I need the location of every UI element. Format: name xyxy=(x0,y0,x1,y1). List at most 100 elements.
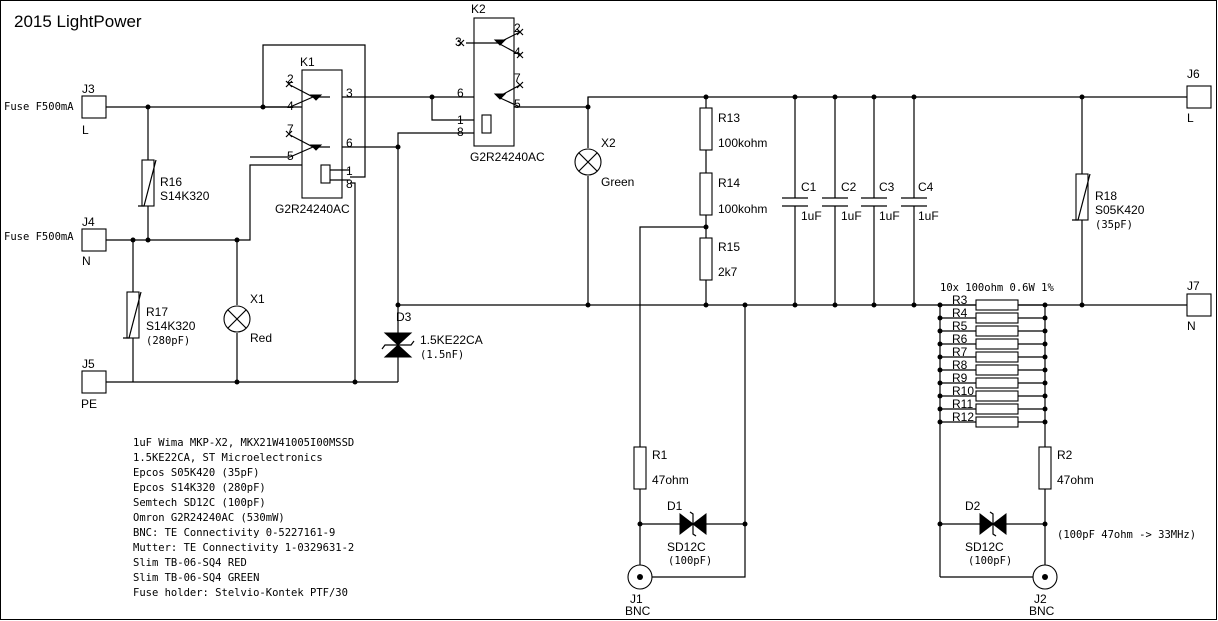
svg-text:1uF: 1uF xyxy=(801,209,822,223)
capacitor-c1: C1 1uF xyxy=(782,180,822,223)
svg-text:2: 2 xyxy=(514,21,521,35)
svg-text:Omron G2R24240AC (530mW): Omron G2R24240AC (530mW) xyxy=(133,512,285,524)
svg-text:C1: C1 xyxy=(801,180,817,194)
svg-text:Slim TB-06-SQ4 RED: Slim TB-06-SQ4 RED xyxy=(133,557,247,569)
svg-text:1uF: 1uF xyxy=(879,209,900,223)
svg-text:1: 1 xyxy=(346,164,353,178)
svg-text:J2: J2 xyxy=(1034,592,1047,606)
svg-text:S14K320: S14K320 xyxy=(146,319,196,333)
svg-text:Slim TB-06-SQ4 GREEN: Slim TB-06-SQ4 GREEN xyxy=(133,572,259,584)
svg-text:5: 5 xyxy=(514,97,521,111)
bank-resistor-label: R8 xyxy=(952,358,968,372)
svg-text:(1.5nF): (1.5nF) xyxy=(420,349,464,361)
resistor-r14: R14 100kohm xyxy=(699,172,767,216)
svg-text:Mutter: TE Connectivity 1-0329: Mutter: TE Connectivity 1-0329631-2 xyxy=(133,542,354,554)
svg-text:1uF Wima MKP-X2, MKX21W41005I0: 1uF Wima MKP-X2, MKX21W41005I00MSSD xyxy=(133,437,354,449)
svg-text:6: 6 xyxy=(457,86,464,100)
svg-text:BNC: BNC xyxy=(1029,604,1055,618)
svg-text:D1: D1 xyxy=(667,499,683,513)
svg-text:3: 3 xyxy=(346,86,353,100)
svg-text:R13: R13 xyxy=(718,111,740,125)
svg-text:D3: D3 xyxy=(396,310,412,324)
svg-text:6: 6 xyxy=(346,136,353,150)
svg-text:(35pF): (35pF) xyxy=(1095,219,1133,231)
svg-text:Epcos S05K420 (35pF): Epcos S05K420 (35pF) xyxy=(133,467,259,479)
svg-text:L: L xyxy=(82,123,89,137)
svg-text:8: 8 xyxy=(346,177,353,191)
svg-text:G2R24240AC: G2R24240AC xyxy=(470,150,545,164)
svg-text:Red: Red xyxy=(250,331,272,345)
svg-text:BNC: TE Connectivity 0-5227161: BNC: TE Connectivity 0-5227161-9 xyxy=(133,527,335,539)
bank-resistor-r5: R5 xyxy=(937,319,1048,337)
svg-text:J6: J6 xyxy=(1187,67,1200,81)
bank-resistor-label: R10 xyxy=(952,384,974,398)
svg-text:C4: C4 xyxy=(918,180,934,194)
svg-text:1.5KE22CA, ST Microelectronics: 1.5KE22CA, ST Microelectronics xyxy=(133,452,323,464)
svg-text:100kohm: 100kohm xyxy=(718,202,767,216)
svg-text:J5: J5 xyxy=(82,357,95,371)
bank-resistor-r4: R4 xyxy=(937,306,1048,324)
diode-d2: D2 SD12C (100pF) xyxy=(965,499,1012,567)
bank-resistor-r11: R11 xyxy=(937,397,1048,415)
svg-text:1uF: 1uF xyxy=(841,209,862,223)
svg-text:4: 4 xyxy=(287,99,294,113)
svg-text:X1: X1 xyxy=(250,292,265,306)
svg-text:1: 1 xyxy=(457,113,464,127)
sheet-title: 2015 LightPower xyxy=(14,12,142,31)
svg-text:10x 100ohm 0.6W 1%: 10x 100ohm 0.6W 1% xyxy=(940,282,1054,294)
svg-text:J1: J1 xyxy=(630,592,643,606)
bank-resistor-label: R3 xyxy=(952,293,968,307)
connector-j3: J3 L Fuse F500mA xyxy=(4,82,107,137)
svg-text:7: 7 xyxy=(287,122,294,136)
relay-k1: K1 G2R24240AC 2 4 3 7 5 6 1 8 xyxy=(250,55,353,216)
bank-resistor-r7: R7 xyxy=(937,345,1048,363)
diode-d1: D1 SD12C (100pF) xyxy=(667,499,712,567)
svg-text:SD12C: SD12C xyxy=(965,540,1004,554)
svg-text:1.5KE22CA: 1.5KE22CA xyxy=(420,333,483,347)
resistor-r2: R2 47ohm xyxy=(1038,446,1094,490)
tvs-d3: D3 1.5KE22CA (1.5nF) xyxy=(381,310,483,361)
svg-text:R14: R14 xyxy=(718,176,740,190)
lamp-x2: X2 Green xyxy=(574,136,634,189)
svg-text:47ohm: 47ohm xyxy=(1057,473,1094,487)
svg-text:1uF: 1uF xyxy=(918,209,939,223)
relay-k2: K2 G2R24240AC 3 2 4 7 6 5 1 8 xyxy=(455,2,545,164)
svg-text:Semtech SD12C (100pF): Semtech SD12C (100pF) xyxy=(133,497,266,509)
svg-text:Green: Green xyxy=(601,175,634,189)
bank-resistor-label: R4 xyxy=(952,306,968,320)
varistor-r17: R17 S14K320 (280pF) xyxy=(123,291,196,347)
svg-text:J4: J4 xyxy=(82,215,95,229)
bandwidth-note: (100pF 47ohm -> 33MHz) xyxy=(1057,529,1196,541)
svg-text:R16: R16 xyxy=(160,175,182,189)
svg-text:47ohm: 47ohm xyxy=(652,473,689,487)
capacitor-c3: C3 1uF xyxy=(861,180,900,223)
svg-text:SD12C: SD12C xyxy=(667,540,706,554)
svg-text:PE: PE xyxy=(81,397,97,411)
capacitor-c2: C2 1uF xyxy=(822,180,862,223)
capacitor-c4: C4 1uF xyxy=(901,180,939,223)
svg-text:J7: J7 xyxy=(1187,279,1200,293)
svg-text:Epcos S14K320 (280pF): Epcos S14K320 (280pF) xyxy=(133,482,266,494)
svg-text:100kohm: 100kohm xyxy=(718,136,767,150)
resistor-r13: R13 100kohm xyxy=(699,107,767,151)
bank-resistor-label: R11 xyxy=(952,397,973,411)
bank-resistor-label: R5 xyxy=(952,319,968,333)
svg-text:G2R24240AC: G2R24240AC xyxy=(275,202,350,216)
svg-text:R17: R17 xyxy=(146,305,168,319)
svg-text:R18: R18 xyxy=(1095,189,1117,203)
varistor-r16: R16 S14K320 xyxy=(138,159,210,207)
svg-text:Fuse holder: Stelvio-Kontek PT: Fuse holder: Stelvio-Kontek PTF/30 xyxy=(133,587,348,599)
svg-text:L: L xyxy=(1187,111,1194,125)
bank-resistor-label: R9 xyxy=(952,371,968,385)
svg-text:2k7: 2k7 xyxy=(718,265,738,279)
bank-resistor-label: R7 xyxy=(952,345,968,359)
junctions xyxy=(130,94,1085,527)
svg-text:D2: D2 xyxy=(965,499,981,513)
bom-notes: 1uF Wima MKP-X2, MKX21W41005I00MSSD 1.5K… xyxy=(133,437,354,599)
svg-text:J3: J3 xyxy=(82,82,95,96)
svg-text:N: N xyxy=(1187,319,1196,333)
bank-resistor-r8: R8 xyxy=(937,358,1048,376)
svg-text:S05K420: S05K420 xyxy=(1095,203,1145,217)
